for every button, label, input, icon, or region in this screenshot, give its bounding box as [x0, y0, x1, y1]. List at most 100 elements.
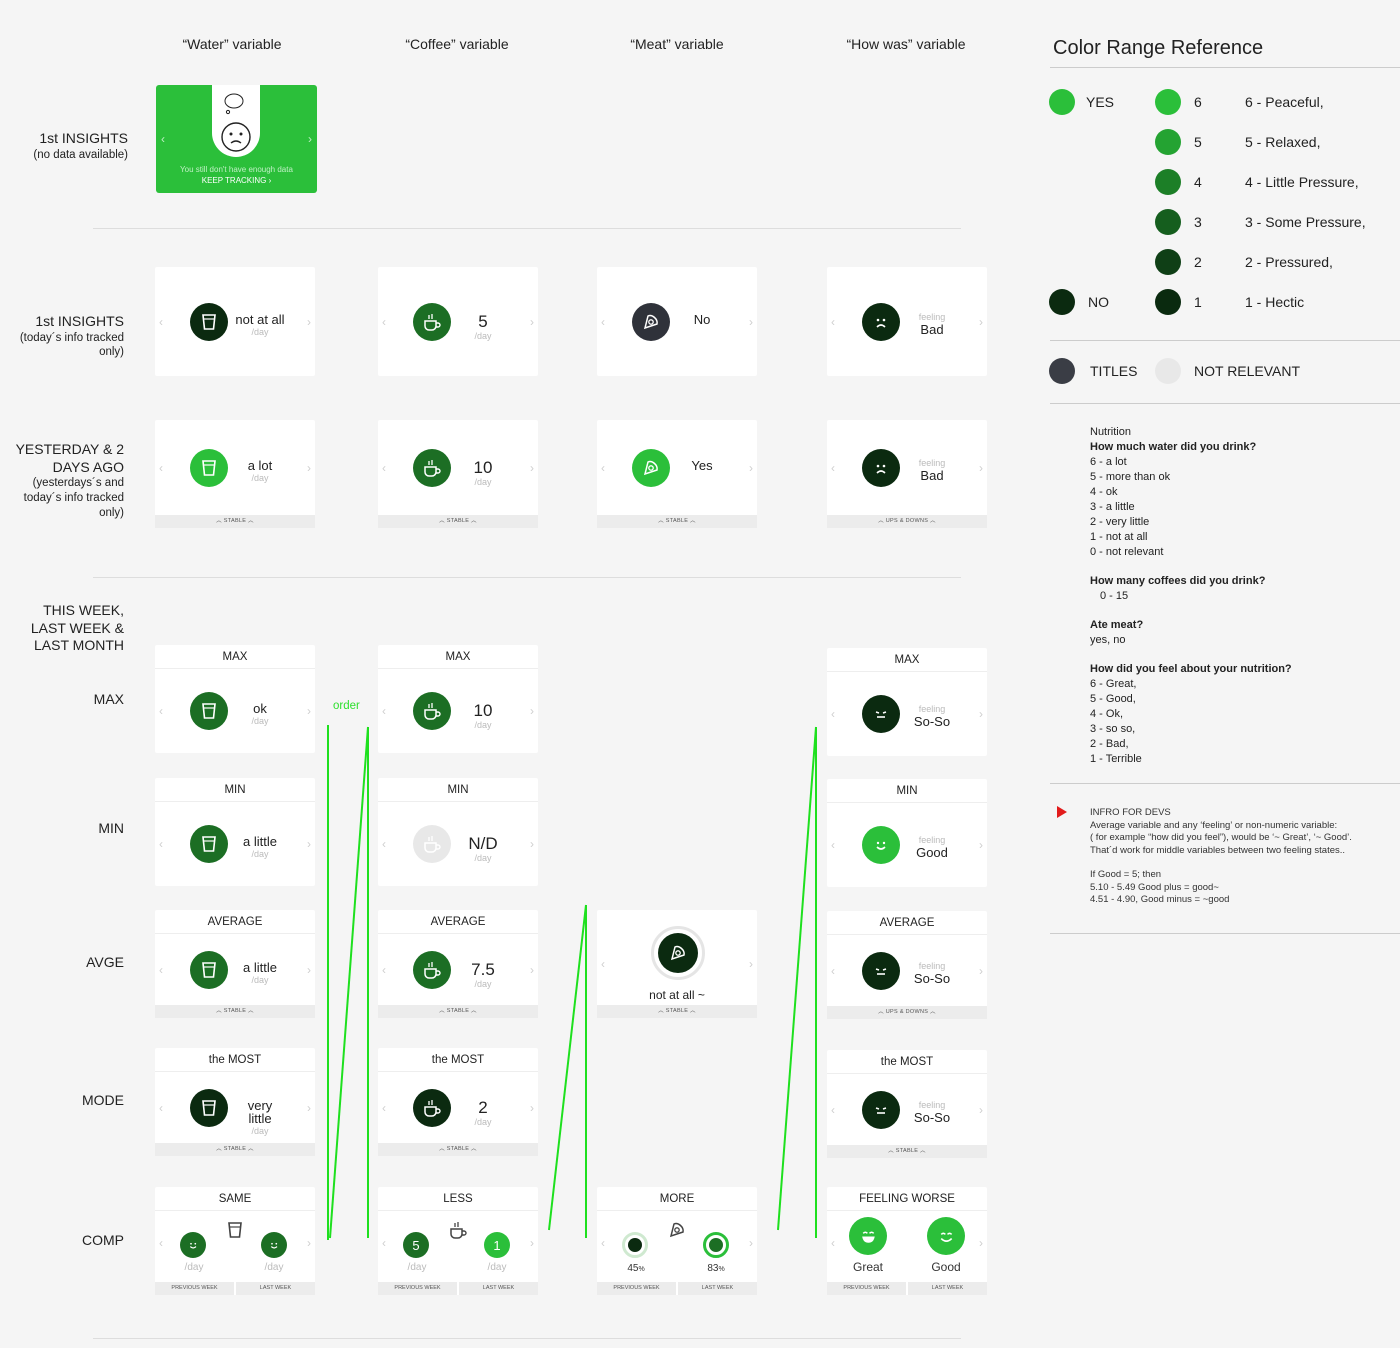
week-coffee-avg-card[interactable]: AVERAGE‹›7.5/day︿ STABLE ︿	[378, 910, 538, 1018]
last-week-label[interactable]: LAST WEEK	[701, 1285, 734, 1291]
chevron-left-icon[interactable]: ‹	[382, 314, 386, 329]
yesterday-water-card[interactable]: ‹›a lot/day︿ STABLE ︿	[155, 420, 315, 528]
chevron-right-icon[interactable]: ›	[307, 314, 311, 329]
keep-tracking-link[interactable]: KEEP TRACKING ›	[201, 176, 272, 185]
chevron-left-icon[interactable]: ‹	[831, 1236, 835, 1250]
play-icon	[1057, 806, 1067, 818]
today-meat-card[interactable]: ‹›No	[597, 267, 757, 376]
chevron-right-icon[interactable]: ›	[308, 132, 312, 146]
chevron-right-icon[interactable]: ›	[307, 1100, 311, 1115]
chevron-right-icon[interactable]: ›	[749, 314, 753, 329]
chevron-right-icon[interactable]: ›	[530, 314, 534, 329]
chevron-right-icon[interactable]: ›	[749, 957, 753, 971]
trend-label: UPS & DOWNS	[885, 518, 929, 524]
chevron-left-icon[interactable]: ‹	[382, 1236, 386, 1250]
chevron-right-icon[interactable]: ›	[307, 1236, 311, 1250]
chevron-right-icon[interactable]: ›	[307, 704, 311, 718]
chevron-left-icon[interactable]: ‹	[159, 704, 163, 718]
yesterday-coffee-card[interactable]: ‹›10/day︿ STABLE ︿	[378, 420, 538, 528]
chevron-right-icon[interactable]: ›	[307, 837, 311, 851]
meat-icon	[632, 448, 670, 487]
chevron-right-icon[interactable]: ›	[530, 1236, 534, 1250]
chevron-left-icon[interactable]: ‹	[159, 314, 163, 329]
chevron-left-icon[interactable]: ‹	[831, 707, 835, 721]
water-cup-icon	[190, 692, 228, 730]
week-water-mode-card[interactable]: the MOST‹›very little/day︿ STABLE ︿	[155, 1048, 315, 1156]
chevron-left-icon[interactable]: ‹	[601, 314, 605, 329]
card-value: 2	[478, 1097, 488, 1117]
chevron-left-icon[interactable]: ‹	[161, 132, 165, 146]
chevron-left-icon[interactable]: ‹	[159, 962, 163, 977]
chevron-right-icon[interactable]: ›	[530, 1100, 534, 1115]
chevron-left-icon[interactable]: ‹	[831, 838, 835, 852]
week-coffee-max-card[interactable]: MAX‹›10/day	[378, 645, 538, 753]
list-item: Average variable and any ‘feeling’ or no…	[1090, 819, 1338, 831]
chevron-left-icon[interactable]: ‹	[831, 314, 835, 329]
yesterday-meat-card[interactable]: ‹›Yes︿ STABLE ︿	[597, 420, 757, 528]
chevron-left-icon[interactable]: ‹	[159, 460, 163, 475]
compare-footer: PREVIOUS WEEK LAST WEEK	[155, 1282, 315, 1295]
week-coffee-mode-card[interactable]: the MOST‹›2/day︿ STABLE ︿	[378, 1048, 538, 1156]
row-label-this-week: THIS WEEK, LAST WEEK & LAST MONTH	[30, 602, 124, 653]
week-water-avg-card[interactable]: AVERAGE‹›a little/day︿ STABLE ︿	[155, 910, 315, 1018]
chevron-right-icon[interactable]: ›	[979, 1236, 983, 1250]
chevron-left-icon[interactable]: ‹	[831, 1102, 835, 1117]
card-value-block: ok/day	[235, 702, 285, 726]
chevron-right-icon[interactable]: ›	[979, 1102, 983, 1117]
chevron-left-icon[interactable]: ‹	[382, 837, 386, 851]
chevron-left-icon[interactable]: ‹	[382, 1100, 386, 1115]
chevron-right-icon[interactable]: ›	[530, 460, 534, 475]
chevron-right-icon[interactable]: ›	[979, 707, 983, 721]
week-meat-avg-card[interactable]: not at all ~‹›︿ STABLE ︿	[597, 910, 757, 1018]
no-data-message: You still don't have enough data	[180, 165, 293, 174]
today-coffee-card[interactable]: ‹›5/day	[378, 267, 538, 376]
chevron-right-icon[interactable]: ›	[749, 1236, 753, 1250]
chevron-left-icon[interactable]: ‹	[159, 1236, 163, 1250]
chevron-right-icon[interactable]: ›	[979, 838, 983, 852]
chevron-left-icon[interactable]: ‹	[831, 963, 835, 978]
chevron-left-icon[interactable]: ‹	[831, 460, 835, 475]
chevron-right-icon[interactable]: ›	[307, 460, 311, 475]
thinking-face-icon	[212, 85, 260, 157]
chevron-right-icon[interactable]: ›	[530, 962, 534, 977]
chevron-right-icon[interactable]: ›	[307, 962, 311, 977]
card-value-block: 7.5/day	[458, 961, 508, 989]
last-week-label[interactable]: LAST WEEK	[931, 1285, 964, 1291]
chevron-left-icon[interactable]: ‹	[601, 460, 605, 475]
chevron-left-icon[interactable]: ‹	[601, 957, 605, 971]
chevron-right-icon[interactable]: ›	[530, 704, 534, 718]
chevron-right-icon[interactable]: ›	[530, 837, 534, 851]
previous-week-label[interactable]: PREVIOUS WEEK	[827, 1282, 908, 1295]
chevron-right-icon[interactable]: ›	[979, 314, 983, 329]
chevron-left-icon[interactable]: ‹	[159, 837, 163, 851]
previous-week-label[interactable]: PREVIOUS WEEK	[155, 1282, 236, 1295]
today-water-card[interactable]: ‹›not at all/day	[155, 267, 315, 376]
last-week-label[interactable]: LAST WEEK	[482, 1285, 515, 1291]
chevron-left-icon[interactable]: ‹	[382, 962, 386, 977]
no-data-card[interactable]: ‹ › You still don't have enough data KEE…	[156, 85, 317, 193]
previous-week-label[interactable]: PREVIOUS WEEK	[597, 1282, 678, 1295]
week-water-min-card[interactable]: MIN‹›a little/day	[155, 778, 315, 886]
previous-week-label[interactable]: PREVIOUS WEEK	[378, 1282, 459, 1295]
chevron-right-icon[interactable]: ›	[979, 460, 983, 475]
chevron-right-icon[interactable]: ›	[979, 963, 983, 978]
week-coffee-min-card[interactable]: MIN‹›N/D/day	[378, 778, 538, 886]
feeling-label: feeling	[918, 960, 946, 971]
week-water-max-card[interactable]: MAX‹›ok/day	[155, 645, 315, 753]
last-week-label[interactable]: LAST WEEK	[259, 1285, 292, 1291]
chevron-left-icon[interactable]: ‹	[382, 704, 386, 718]
chevron-left-icon[interactable]: ‹	[159, 1100, 163, 1115]
chevron-left-icon[interactable]: ‹	[382, 460, 386, 475]
chevron-right-icon[interactable]: ›	[749, 460, 753, 475]
chevron-left-icon[interactable]: ‹	[601, 1236, 605, 1250]
